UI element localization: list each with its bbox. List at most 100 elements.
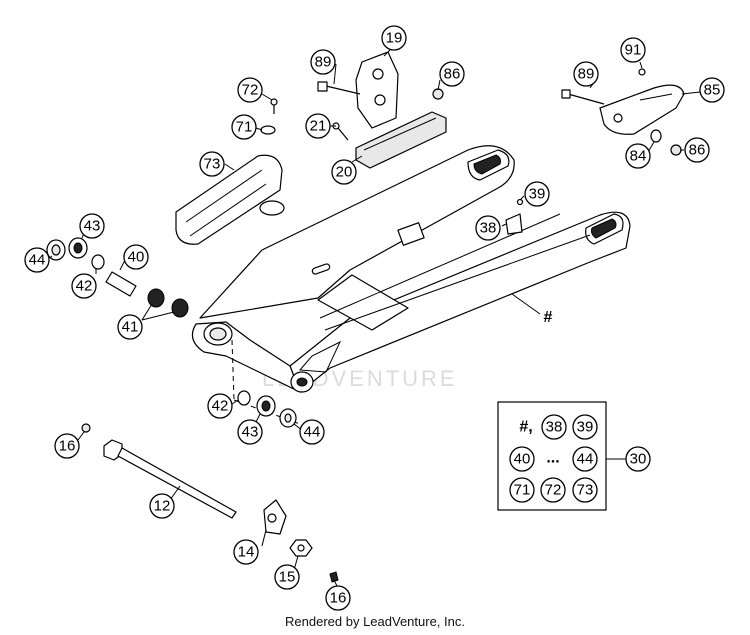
callout-20[interactable]: 20 — [331, 159, 357, 185]
svg-text:15: 15 — [279, 569, 296, 586]
kit-item-72[interactable]: 72 — [540, 477, 566, 503]
callout-41[interactable]: 41 — [117, 314, 143, 340]
svg-text:44: 44 — [577, 451, 594, 468]
callout-42b[interactable]: 42 — [207, 393, 233, 419]
nut-86b[interactable] — [670, 144, 682, 156]
nut-86[interactable] — [432, 88, 444, 100]
washer-42a[interactable] — [91, 254, 105, 270]
callout-73[interactable]: 73 — [199, 151, 225, 177]
seal-44a[interactable] — [46, 239, 66, 261]
svg-text:91: 91 — [625, 42, 642, 59]
kit-item-38[interactable]: 38 — [541, 414, 567, 440]
svg-text:72: 72 — [545, 482, 562, 499]
svg-text:30: 30 — [630, 451, 647, 468]
svg-text:71: 71 — [514, 482, 531, 499]
sleeve-40[interactable] — [105, 271, 137, 297]
seal-44b[interactable] — [279, 408, 297, 428]
svg-text:38: 38 — [480, 220, 497, 237]
svg-text:16: 16 — [330, 590, 347, 607]
callout-71[interactable]: 71 — [231, 114, 257, 140]
svg-text:43: 43 — [84, 218, 101, 235]
callout-14[interactable]: 14 — [233, 539, 259, 565]
svg-text:16: 16 — [59, 438, 76, 455]
kit-box: #, 38 39 40 ... 44 71 72 73 — [497, 401, 607, 511]
svg-text:12: 12 — [154, 498, 171, 515]
callout-15[interactable]: 15 — [274, 564, 300, 590]
svg-text:84: 84 — [630, 148, 647, 165]
chain-guide-rear[interactable] — [599, 84, 685, 135]
callout-40[interactable]: 40 — [123, 244, 149, 270]
callout-43b[interactable]: 43 — [237, 419, 263, 445]
svg-text:38: 38 — [546, 419, 563, 436]
swingarm-marker: # — [544, 309, 553, 326]
callout-12[interactable]: 12 — [149, 493, 175, 519]
clip-38[interactable] — [505, 213, 523, 235]
chain-guide-plate[interactable] — [355, 51, 399, 129]
callout-85[interactable]: 85 — [699, 77, 725, 103]
cap-16a[interactable] — [81, 423, 91, 433]
callout-86[interactable]: 86 — [439, 61, 465, 87]
render-credit: Rendered by LeadVenture, Inc. — [285, 614, 465, 629]
callout-39[interactable]: 39 — [524, 181, 550, 207]
callout-44[interactable]: 44 — [24, 247, 50, 273]
callout-16[interactable]: 16 — [54, 433, 80, 459]
kit-item-73[interactable]: 73 — [572, 477, 598, 503]
washer-84[interactable] — [650, 129, 662, 143]
kit-item-39[interactable]: 39 — [572, 414, 598, 440]
svg-text:44: 44 — [304, 424, 321, 441]
svg-text:42: 42 — [212, 398, 229, 415]
svg-text:89: 89 — [315, 54, 332, 71]
svg-text:21: 21 — [310, 118, 327, 135]
svg-text:19: 19 — [386, 30, 403, 47]
screw-39[interactable] — [516, 198, 524, 206]
svg-text:71: 71 — [236, 119, 253, 136]
svg-text:43: 43 — [242, 424, 259, 441]
washer-71[interactable] — [260, 125, 276, 135]
washer-42b[interactable] — [237, 390, 251, 406]
bolt-89[interactable] — [317, 81, 361, 95]
cap-16b[interactable] — [329, 571, 339, 583]
callout-16b[interactable]: 16 — [325, 585, 351, 611]
callout-42[interactable]: 42 — [71, 273, 97, 299]
svg-text:20: 20 — [336, 164, 353, 181]
washer-14[interactable] — [263, 499, 287, 535]
kit-ellipsis: ... — [546, 450, 559, 467]
svg-text:42: 42 — [76, 278, 93, 295]
swingarm[interactable] — [191, 145, 631, 393]
svg-text:86: 86 — [689, 142, 706, 159]
callout-43[interactable]: 43 — [79, 213, 105, 239]
kit-marker: #, — [519, 419, 532, 436]
callout-89[interactable]: 89 — [310, 49, 336, 75]
svg-text:85: 85 — [704, 82, 721, 99]
svg-text:73: 73 — [204, 156, 221, 173]
callout-19[interactable]: 19 — [381, 25, 407, 51]
kit-item-40[interactable]: 40 — [509, 446, 535, 472]
kit-item-44[interactable]: 44 — [572, 446, 598, 472]
svg-text:41: 41 — [122, 319, 139, 336]
svg-text:86: 86 — [444, 66, 461, 83]
callout-84[interactable]: 84 — [625, 143, 651, 169]
bushing-43a[interactable] — [68, 237, 88, 259]
callout-44b[interactable]: 44 — [299, 419, 325, 445]
nut-15[interactable] — [289, 539, 313, 557]
bolt-89b[interactable] — [561, 89, 605, 105]
screw-91[interactable] — [638, 68, 646, 76]
callout-72[interactable]: 72 — [237, 77, 263, 103]
kit-item-71[interactable]: 71 — [509, 477, 535, 503]
callout-38[interactable]: 38 — [475, 215, 501, 241]
bushing-43b[interactable] — [256, 395, 276, 417]
callout-91[interactable]: 91 — [620, 37, 646, 63]
svg-text:39: 39 — [577, 419, 594, 436]
callout-30[interactable]: 30 — [625, 446, 651, 472]
svg-text:89: 89 — [578, 66, 595, 83]
pivot-axle[interactable] — [103, 439, 237, 519]
callout-89b[interactable]: 89 — [573, 61, 599, 87]
callout-21[interactable]: 21 — [305, 113, 331, 139]
chain-slider[interactable] — [175, 154, 285, 245]
bearing-41[interactable] — [147, 288, 189, 318]
svg-text:44: 44 — [29, 252, 46, 269]
svg-text:72: 72 — [242, 82, 259, 99]
screw-72[interactable] — [270, 98, 278, 114]
svg-text:73: 73 — [577, 482, 594, 499]
callout-86b[interactable]: 86 — [684, 137, 710, 163]
